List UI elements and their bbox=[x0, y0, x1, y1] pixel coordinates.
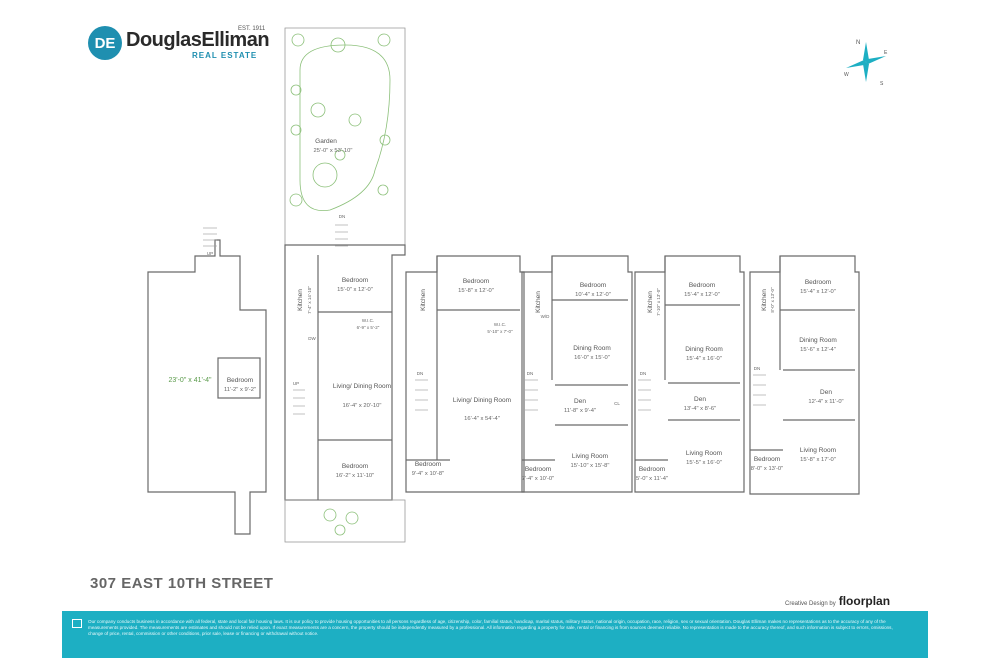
f2-living-label: Living/ Dining Room bbox=[453, 397, 511, 404]
f2-living-dim: 16'-4" x 54'-4" bbox=[464, 416, 500, 422]
f4-den-dim: 13'-4" x 8'-6" bbox=[684, 406, 716, 412]
gl-bedroom-bottom-label: Bedroom bbox=[342, 463, 368, 470]
gl-kitchen-dim: 7'-4" x 14'-10" bbox=[307, 286, 312, 314]
f3-dining-label: Dining Room bbox=[573, 345, 611, 352]
f5-bedroom-bottom-dim: 8'-0" x 13'-0" bbox=[751, 466, 783, 472]
logo-sub: REAL ESTATE bbox=[192, 51, 258, 60]
garden-lot bbox=[284, 27, 406, 246]
f4-bedroom-bottom-label: Bedroom bbox=[639, 466, 665, 473]
f5-dn-label: DN bbox=[754, 366, 761, 371]
f3-bedroom-bottom-dim: 7'-4" x 10'-0" bbox=[522, 476, 554, 482]
f5-kitchen-dim: 8'-0" x 13'-0" bbox=[770, 287, 775, 313]
gl-wic-dim: 6'-9" x 5'-2" bbox=[357, 325, 380, 330]
f2-bedroom-top-dim: 15'-8" x 12'-0" bbox=[458, 288, 494, 294]
f5-kitchen-label: Kitchen bbox=[761, 289, 768, 311]
f3-living-dim: 15'-10" x 15'-8" bbox=[571, 463, 610, 469]
f3-den-label: Den bbox=[574, 398, 586, 405]
credit-brand: floorplan bbox=[838, 594, 891, 608]
f4-bedroom-top-dim: 15'-4" x 12'-0" bbox=[684, 292, 720, 298]
logo-monogram: DE bbox=[88, 26, 122, 60]
equal-housing-icon bbox=[72, 619, 82, 628]
f2-dn-label: DN bbox=[417, 371, 424, 376]
f3-bedroom-top-dim: 10'-4" x 12'-0" bbox=[575, 292, 611, 298]
f3-cl-label: CL bbox=[614, 401, 620, 406]
cellar-up-label: UP bbox=[207, 251, 213, 256]
f4-bedroom-bottom-dim: 5'-0" x 11'-4" bbox=[636, 476, 668, 482]
cellar-area-dim: 23'-0" x 41'-4" bbox=[168, 377, 212, 384]
garden-plants bbox=[289, 33, 391, 536]
f4-dining-label: Dining Room bbox=[685, 346, 723, 353]
f3-den-dim: 11'-8" x 9'-4" bbox=[564, 408, 596, 414]
f2-wic-dim: 5'-10" x 7'-0" bbox=[487, 329, 513, 334]
garden-label: Garden bbox=[315, 138, 337, 145]
property-address: 307 EAST 10TH STREET bbox=[90, 575, 274, 592]
gl-kitchen-label: Kitchen bbox=[297, 289, 304, 311]
gl-wic-label: W.I.C. bbox=[362, 318, 374, 323]
f4-kitchen-label: Kitchen bbox=[647, 291, 654, 313]
f4-den-label: Den bbox=[694, 396, 706, 403]
f4-dn-label: DN bbox=[640, 371, 647, 376]
f5-bedroom-top-label: Bedroom bbox=[805, 279, 831, 286]
f2-bedroom-bottom-label: Bedroom bbox=[415, 461, 441, 468]
stairs bbox=[203, 224, 766, 415]
f2-wic-label: W.I.C. bbox=[494, 322, 506, 327]
f5-living-dim: 15'-8" x 17'-0" bbox=[800, 457, 836, 463]
f4-living-label: Living Room bbox=[686, 450, 722, 457]
credit-prefix: Creative Design by bbox=[785, 601, 836, 607]
f4-living-dim: 15'-5" x 16'-0" bbox=[686, 460, 722, 466]
logo-est: EST. 1911 bbox=[238, 26, 266, 32]
f5-living-label: Living Room bbox=[800, 447, 836, 454]
gl-living-dim: 16'-4" x 20'-10" bbox=[343, 403, 382, 409]
f2-bedroom-bottom-dim: 9'-4" x 10'-8" bbox=[412, 471, 444, 477]
gl-bedroom-bottom-dim: 16'-2" x 11'-10" bbox=[336, 473, 374, 479]
cellar-bedroom bbox=[217, 357, 261, 399]
f5-bedroom-top-dim: 15'-4" x 12'-0" bbox=[800, 289, 836, 295]
f2-bedroom-top-label: Bedroom bbox=[463, 278, 489, 285]
compass-icon: N S E W bbox=[844, 40, 888, 86]
gl-living-label: Living/ Dining Room bbox=[333, 383, 391, 390]
douglas-elliman-logo: DE DouglasElliman EST. 1911 REAL ESTATE bbox=[88, 26, 288, 66]
f3-w-d-label: W/D bbox=[541, 314, 550, 319]
logo-brand: DouglasElliman bbox=[126, 29, 270, 51]
f3-dn-label: DN bbox=[527, 371, 534, 376]
f5-den-dim: 12'-4" x 11'-0" bbox=[808, 399, 843, 405]
f3-bedroom-bottom-label: Bedroom bbox=[525, 466, 551, 473]
gl-dw-label: DW bbox=[308, 336, 316, 341]
f3-bedroom-top-label: Bedroom bbox=[580, 282, 606, 289]
f5-bedroom-bottom-label: Bedroom bbox=[754, 456, 780, 463]
f3-dining-dim: 16'-0" x 15'-0" bbox=[574, 355, 610, 361]
f5-dining-dim: 15'-6" x 12'-4" bbox=[800, 347, 836, 353]
compass-s: S bbox=[880, 81, 884, 86]
f4-dining-dim: 15'-4" x 16'-0" bbox=[686, 356, 722, 362]
f3-living-label: Living Room bbox=[572, 453, 608, 460]
garden-dim: 25'-0" x 53'-10" bbox=[314, 148, 353, 154]
gl-up-label: UP bbox=[293, 381, 299, 386]
cellar-bedroom-dim: 11'-2" x 9'-2" bbox=[224, 387, 256, 393]
f4-bedroom-top-label: Bedroom bbox=[689, 282, 715, 289]
f4-kitchen-dim: 7'-10" x 13'-0" bbox=[656, 288, 661, 316]
gl-dn-label: DN bbox=[339, 214, 346, 219]
cellar-outline bbox=[147, 239, 267, 535]
compass-w: W bbox=[844, 72, 849, 78]
cellar-bedroom-label: Bedroom bbox=[227, 377, 253, 384]
f5-den-label: Den bbox=[820, 389, 832, 396]
f2-kitchen-label: Kitchen bbox=[420, 289, 427, 311]
f5-dining-label: Dining Room bbox=[799, 337, 837, 344]
gl-bedroom-top-dim: 15'-0" x 12'-0" bbox=[337, 287, 373, 293]
footer-disclaimer-bar: Our company conducts business in accorda… bbox=[62, 611, 928, 658]
front-garden bbox=[284, 499, 406, 543]
compass-n: N bbox=[856, 40, 860, 46]
disclaimer-text: Our company conducts business in accorda… bbox=[88, 619, 893, 637]
gl-bedroom-top-label: Bedroom bbox=[342, 277, 368, 284]
compass-e: E bbox=[884, 50, 888, 56]
f3-kitchen-label: Kitchen bbox=[535, 291, 542, 313]
